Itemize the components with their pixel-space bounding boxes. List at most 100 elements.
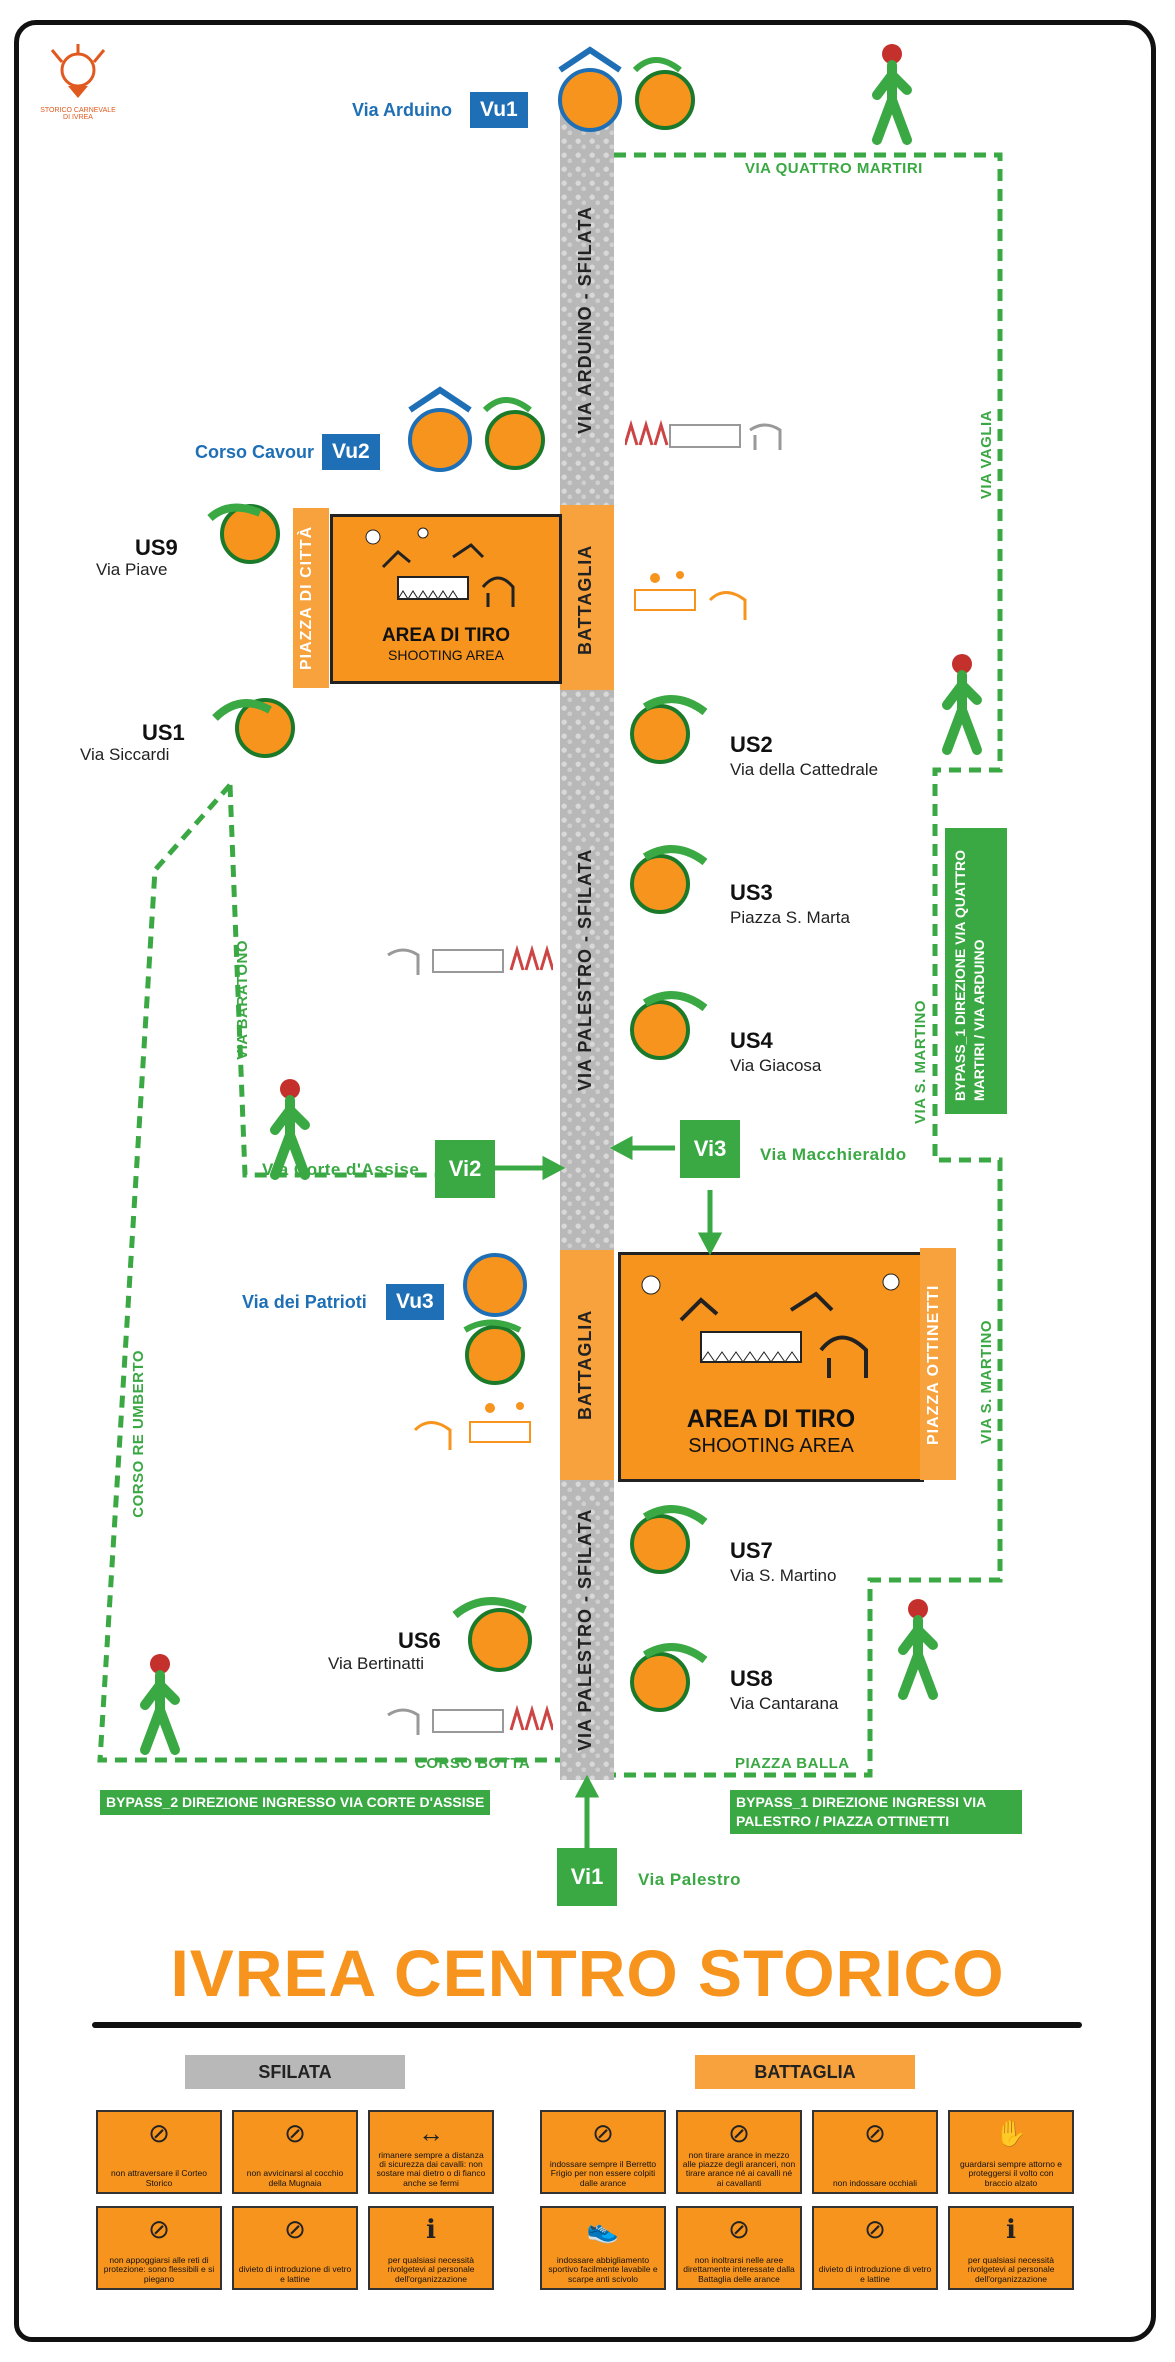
- vi1-street: Via Palestro: [638, 1870, 742, 1889]
- rule-text: per qualsiasi necessità rivolgetevi al p…: [387, 2254, 475, 2284]
- legend-sfilata: SFILATA: [185, 2055, 405, 2089]
- rule-text: non attraversare il Corteo Storico: [111, 2168, 207, 2188]
- battle-cart-icon-bottom: [413, 1402, 531, 1450]
- piazza-ottinetti-band: [920, 1248, 956, 1480]
- route-s-martino-2: VIA S. MARTINO: [978, 1320, 995, 1444]
- legend-battaglia: BATTAGLIA: [695, 2055, 915, 2089]
- us1-exit-icon: [212, 698, 295, 758]
- parade-cart-icon-mid: [387, 944, 553, 975]
- shooting-area-top: AREA DI TIRO SHOOTING AREA: [330, 514, 562, 684]
- us7-exit-icon: [630, 1505, 708, 1574]
- route-re-umberto: CORSO RE UMBERTO: [130, 1350, 147, 1518]
- route-botta: CORSO BOTTA: [415, 1755, 531, 1772]
- us2-code: US2: [730, 732, 773, 757]
- info-icon: ℹ: [1006, 2214, 1016, 2244]
- us3-code: US3: [730, 880, 773, 905]
- rule-text: guardarsi sempre attorno e proteggersi i…: [959, 2158, 1063, 2188]
- street-middle: [560, 690, 614, 1250]
- us9-street: Via Piave: [96, 560, 168, 579]
- route-vaglia: VIA VAGLIA: [978, 410, 995, 500]
- street-bottom: [560, 1480, 614, 1780]
- us4-street: Via Giacosa: [730, 1056, 822, 1075]
- pedestrian-icon: [898, 1599, 938, 1700]
- battaglia-top: [560, 505, 614, 690]
- rule-sfilata-5: ⊘ divieto di introduzione di vetro e latt…: [232, 2206, 358, 2290]
- vu2-street: Corso Cavour: [195, 442, 315, 462]
- title-underline: [92, 2022, 1082, 2028]
- us4-code: US4: [730, 1028, 773, 1053]
- us8-code: US8: [730, 1666, 773, 1691]
- rule-text: non appoggiarsi alle reti di protezione:…: [103, 2254, 215, 2284]
- us9-exit-icon: [207, 503, 280, 564]
- rule-battaglia-7: ⊘ divieto di introduzione di vetro e latt…: [812, 2206, 938, 2290]
- logo-emblem-icon: [50, 44, 106, 98]
- rule-battaglia-5: 👟 indossare abbigliamento sportivo facilm…: [540, 2206, 666, 2290]
- parade-cart-icon: [625, 419, 782, 450]
- parade-cart-icon-bottom: [387, 1704, 553, 1735]
- rule-sfilata-1: ⊘ non attraversare il Corteo Storico: [96, 2110, 222, 2194]
- us6-street: Via Bertinatti: [328, 1654, 425, 1673]
- rule-battaglia-4: ✋ guardarsi sempre attorno e proteggersi …: [948, 2110, 1074, 2194]
- route-balla: PIAZZA BALLA: [735, 1755, 850, 1772]
- carnival-logo: STORICO CARNEVALE DI IVREA: [38, 42, 118, 122]
- info-icon: ℹ: [426, 2214, 436, 2244]
- rule-text: non avvicinarsi al cocchio della Mugnaia: [246, 2168, 344, 2188]
- rule-text: divieto di introduzione di vetro e latti…: [818, 2264, 932, 2284]
- pedestrian-icon: [270, 1079, 310, 1180]
- rule-battaglia-2: ⊘non tirare arance in mezzo alle piazze …: [676, 2110, 802, 2194]
- rule-sfilata-6: ℹ per qualsiasi necessità rivolgetevi al …: [368, 2206, 494, 2290]
- shooting-area-top-title: AREA DI TIRO: [381, 625, 511, 646]
- vu3-gate-icon: [463, 1253, 527, 1385]
- bypass1-bottom-band: BYPASS_1 DIREZIONE INGRESSI VIA PALESTRO…: [730, 1790, 1022, 1834]
- rule-text: per qualsiasi necessità rivolgetevi al p…: [967, 2254, 1055, 2284]
- protect-face-icon: ✋: [994, 2118, 1028, 2148]
- bypass1-vertical-text: BYPASS_1 DIREZIONE VIA QUATTRO MARTIRI /…: [952, 850, 987, 1101]
- cart-oranges-icon: [365, 527, 515, 607]
- rule-battaglia-1: ⊘indossare sempre il Berretto Frigio per…: [540, 2110, 666, 2194]
- page-title: IVREA CENTRO STORICO: [170, 1936, 1005, 2010]
- vu1-street: Via Arduino: [352, 100, 453, 120]
- vu3-badge: Vu3: [386, 1284, 444, 1320]
- no-entry-icon: ⊘: [728, 2214, 750, 2244]
- rule-text: non tirare arance in mezzo alle piazze d…: [682, 2149, 796, 2188]
- bypass2-band: BYPASS_2 DIREZIONE INGRESSO VIA CORTE D'…: [100, 1790, 491, 1815]
- us7-code: US7: [730, 1538, 773, 1563]
- rule-battaglia-6: ⊘ non inoltrarsi nelle aree direttamente …: [676, 2206, 802, 2290]
- rule-sfilata-3: ↔rimanere sempre a distanza di sicurezza…: [368, 2110, 494, 2194]
- shooting-area-bottom: AREA DI TIRO SHOOTING AREA: [618, 1252, 924, 1482]
- vi3-street: Via Macchieraldo: [760, 1145, 907, 1164]
- carriage-icon: ⊘: [284, 2118, 306, 2148]
- shooting-area-bottom-title: AREA DI TIRO: [686, 1405, 856, 1433]
- no-glass-icon: ⊘: [864, 2214, 886, 2244]
- route-s-martino-1: VIA S. MARTINO: [912, 1000, 929, 1124]
- no-crossing-icon: ⊘: [148, 2118, 170, 2148]
- us4-exit-icon: [630, 991, 708, 1060]
- us3-exit-icon: [630, 845, 708, 914]
- vu2-gate-icon: [408, 386, 545, 472]
- us1-street: Via Siccardi: [80, 745, 170, 764]
- rule-text: non indossare occhiali: [832, 2177, 918, 2188]
- no-glasses-icon: ⊘: [864, 2118, 886, 2148]
- rule-sfilata-4: ⊘non appoggiarsi alle reti di protezione…: [96, 2206, 222, 2290]
- route-baratono: VIA BARATONO: [234, 940, 251, 1060]
- us8-street: Via Cantarana: [730, 1694, 839, 1713]
- rule-text: non inoltrarsi nelle aree direttamente i…: [683, 2254, 795, 2284]
- map-frame: [14, 20, 1156, 2342]
- vu1-gate-icon: [558, 46, 695, 132]
- no-throwing-icon: ⊘: [728, 2118, 750, 2148]
- shooting-area-bottom-subtitle: SHOOTING AREA: [688, 1435, 854, 1457]
- rule-text: rimanere sempre a distanza di sicurezza …: [376, 2149, 486, 2188]
- vi2-street: Via Corte d'Assise: [262, 1160, 420, 1179]
- us6-exit-icon: [452, 1597, 532, 1672]
- us3-street: Piazza S. Marta: [730, 908, 850, 927]
- rule-text: divieto di introduzione di vetro e latti…: [238, 2264, 352, 2284]
- cart-oranges-icon-large: [641, 1273, 900, 1378]
- street-top: [560, 95, 614, 515]
- pedestrian-icon: [872, 44, 912, 145]
- no-glass-icon: ⊘: [284, 2214, 306, 2244]
- battle-cart-icon-top: [634, 571, 747, 620]
- shooting-area-top-subtitle: SHOOTING AREA: [388, 647, 504, 663]
- sport-clothes-icon: 👟: [586, 2214, 620, 2244]
- rule-text: indossare abbigliamento sportivo facilme…: [548, 2254, 658, 2284]
- rule-text: indossare sempre il Berretto Frigio per …: [549, 2158, 657, 2188]
